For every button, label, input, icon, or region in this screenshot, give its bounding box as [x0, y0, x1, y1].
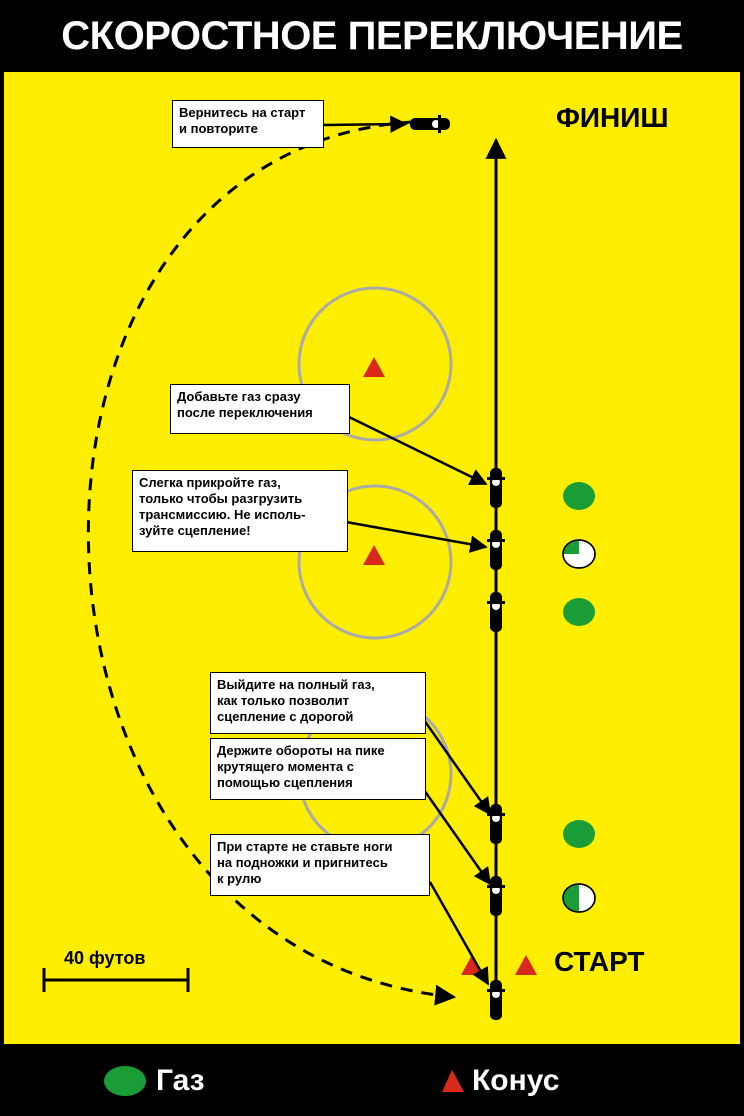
note-hold-rpm: Держите обороты на пике крутящего момент…: [210, 738, 426, 800]
cone-circle-2: [297, 484, 453, 640]
note-full-gas: Выйдите на полный газ, как только позвол…: [210, 672, 426, 734]
legend-cone-label: Конус: [472, 1064, 560, 1097]
note-feet: При старте не ставьте ноги на подножки и…: [210, 834, 430, 896]
note-roll-off: Слегка прикройте газ, только чтобы разгр…: [132, 470, 348, 552]
arrow-feet: [428, 881, 490, 986]
start-label: СТАРТ: [554, 946, 645, 977]
title-bar: СКОРОСТНОЕ ПЕРЕКЛЮЧЕНИЕ: [0, 0, 744, 72]
arrow-full-gas: [422, 719, 492, 816]
page-title: СКОРОСТНОЕ ПЕРЕКЛЮЧЕНИЕ: [61, 13, 683, 58]
diagram-canvas: [4, 72, 740, 1044]
throttle-dial-3: [563, 598, 595, 626]
throttle-dial-5: [562, 883, 596, 913]
start-cone-right: [515, 955, 537, 975]
practice-field: ФИНИШ СТАРТ 40 футов Вернитесь на старт …: [4, 72, 740, 1044]
cone-1: [363, 357, 385, 377]
return-path: [86, 120, 457, 1006]
throttle-dial-4: [563, 820, 595, 848]
finish-label: ФИНИШ: [556, 102, 669, 133]
legend-cone-swatch: [442, 1070, 464, 1092]
legend-throttle-label: Газ: [156, 1064, 205, 1097]
cone-circle-1: [297, 286, 453, 442]
arrow-return: [323, 115, 408, 133]
scale-label: 40 футов: [64, 948, 146, 968]
arrow-roll-off: [345, 520, 488, 553]
cone-2: [363, 545, 385, 565]
throttle-dial-1: [563, 482, 595, 510]
note-return: Вернитесь на старт и повторите: [172, 100, 324, 148]
legend-throttle-swatch: [104, 1066, 146, 1096]
throttle-dial-2: [562, 539, 596, 569]
note-add-gas: Добавьте газ сразу после переключения: [170, 384, 350, 434]
legend-bar: Газ Конус: [0, 1044, 744, 1116]
arrow-hold-rpm: [422, 789, 492, 886]
arrow-add-gas: [348, 415, 488, 486]
